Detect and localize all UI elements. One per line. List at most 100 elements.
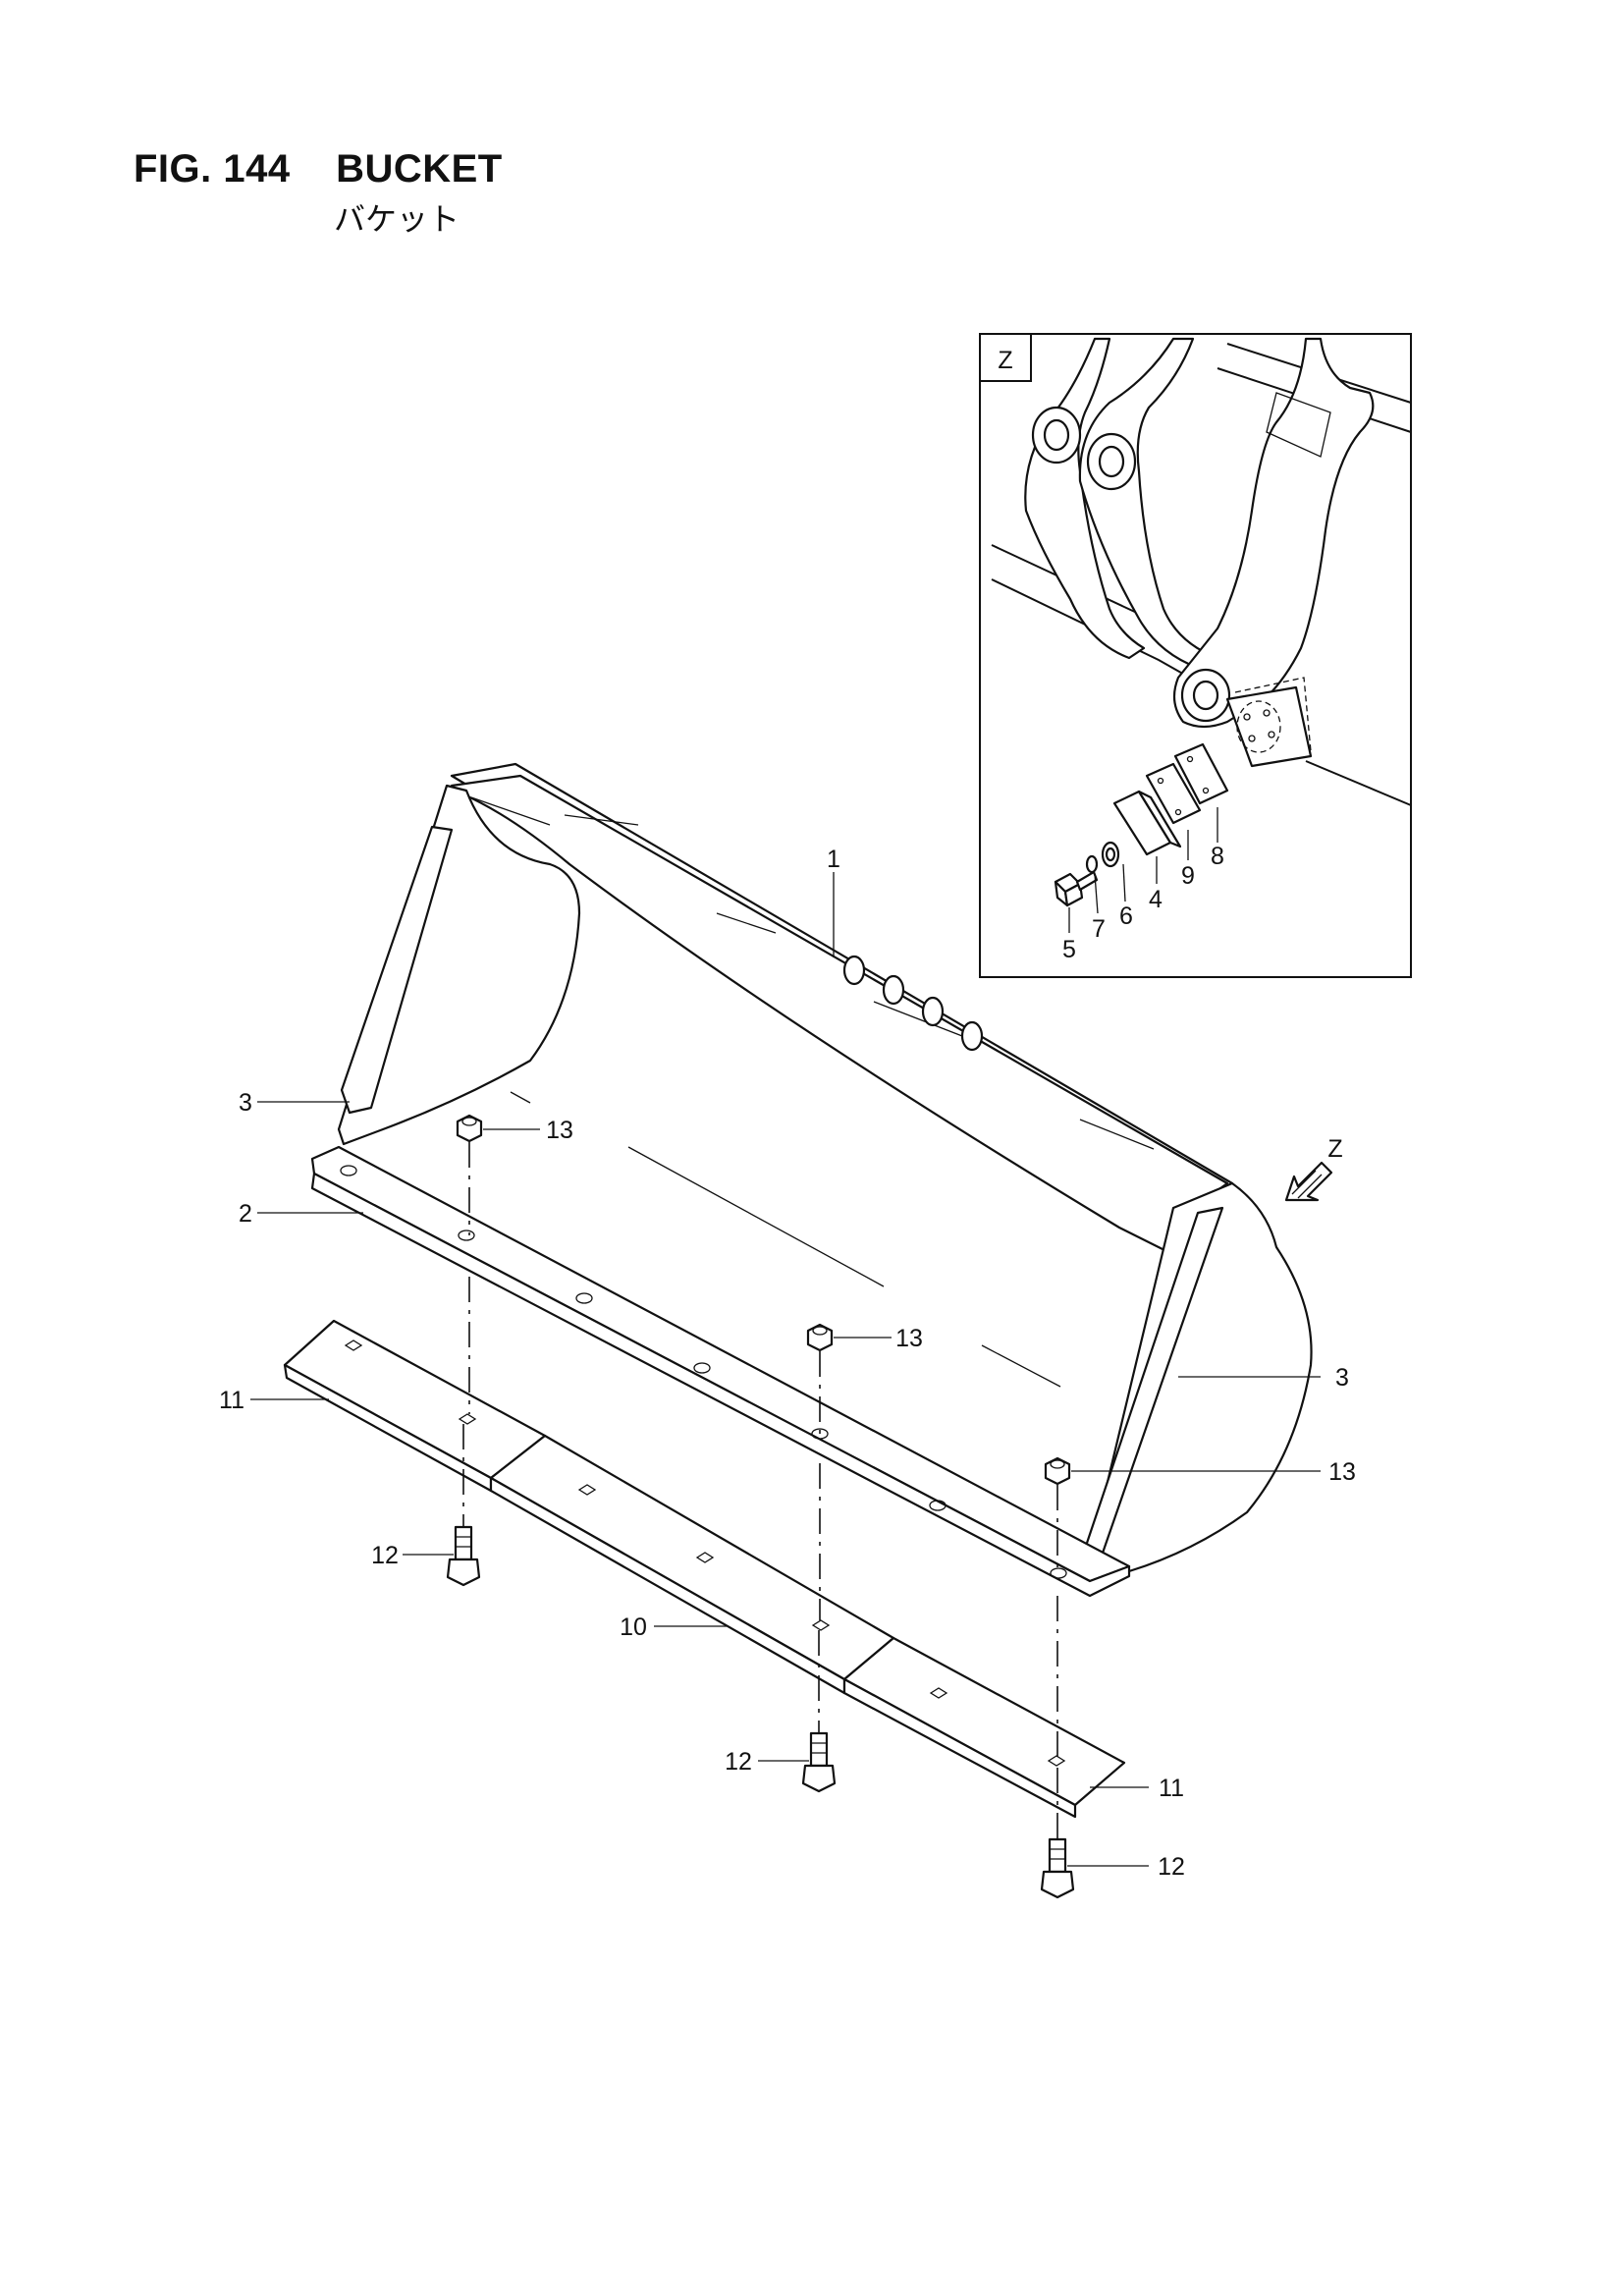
base-edge-hole <box>929 1500 947 1511</box>
detail-frame <box>979 333 1412 978</box>
cutting-edge-right-top <box>842 1636 1126 1807</box>
figure-subtitle-japanese: バケット <box>334 200 460 238</box>
bucket-assembly <box>310 762 1313 1598</box>
cutting-edge-hole <box>695 1552 715 1563</box>
detail-link-face <box>1266 392 1331 458</box>
bucket-back-plate <box>450 774 1229 1254</box>
detail-bolt-hole <box>1248 735 1256 742</box>
detail-link-arm <box>1172 337 1375 729</box>
cutting-edge-hole <box>811 1619 831 1631</box>
base-edge-hole <box>1050 1567 1067 1579</box>
bucket-gusset-line <box>873 1001 963 1037</box>
bucket-rear-boss <box>842 955 866 986</box>
shim-plate-8 <box>1173 742 1229 805</box>
plow-bolt-12-right <box>1040 1837 1075 1899</box>
callout-1: 1 <box>827 846 840 873</box>
callout-5: 5 <box>1062 936 1076 963</box>
bucket-rear-boss <box>882 974 905 1006</box>
view-direction-arrow <box>1284 1161 1333 1202</box>
callout-13-b: 13 <box>895 1325 923 1352</box>
callout-12-left: 12 <box>371 1542 399 1569</box>
bucket-rear-boss <box>921 996 945 1027</box>
shim-hole <box>1186 755 1194 763</box>
detail-view-z: Z <box>979 333 1412 978</box>
cutting-edge-hole <box>929 1687 948 1699</box>
bucket-rear-boss <box>960 1020 984 1052</box>
figure-title: FIG. 144 BUCKET <box>134 147 503 191</box>
cutting-edge-hole <box>577 1484 597 1496</box>
detail-link-hole <box>1192 680 1219 711</box>
base-edge-hole <box>458 1230 475 1241</box>
main-callouts: 1 3 2 13 13 13 3 11 12 <box>219 846 1356 1881</box>
cutting-edge-right-front <box>842 1677 1077 1819</box>
callout-6: 6 <box>1119 902 1133 930</box>
shim-hole <box>1157 777 1164 785</box>
bucket-side-plate-left <box>337 784 581 1146</box>
callout-leader-7 <box>1094 873 1099 914</box>
detail-pin-hole <box>1098 445 1125 478</box>
bucket-gusset-line <box>564 814 639 826</box>
detail-label-box <box>979 333 1032 382</box>
cutting-edge-hole <box>458 1413 477 1425</box>
callout-8: 8 <box>1211 843 1224 870</box>
bolt-5-shank <box>1075 870 1099 892</box>
bucket-gusset-line <box>470 796 551 826</box>
bucket-gusset-line <box>716 912 777 934</box>
callout-10: 10 <box>620 1613 647 1641</box>
callout-9: 9 <box>1181 862 1195 890</box>
base-edge <box>310 1172 1131 1598</box>
detail-plate-edge <box>1305 760 1412 806</box>
detail-bolt-hole <box>1263 709 1271 717</box>
callout-13-a: 13 <box>546 1117 573 1144</box>
bucket-side-edge-left <box>340 825 454 1115</box>
view-arrow-label: Z <box>1327 1135 1342 1163</box>
callout-2: 2 <box>239 1200 252 1228</box>
cutting-edge-hole <box>1047 1755 1066 1767</box>
callout-12-right: 12 <box>1158 1853 1185 1881</box>
detail-view-label: Z <box>998 347 1012 374</box>
arrow-hatch <box>1291 1170 1323 1199</box>
detail-bolt-hole <box>1243 713 1251 721</box>
cutting-edge-joint <box>490 1435 546 1479</box>
detail-pin-hole <box>1043 418 1070 452</box>
bolt-5-head-face <box>1063 882 1084 907</box>
callout-11-left: 11 <box>219 1387 244 1414</box>
callout-leader-6 <box>1122 863 1126 902</box>
base-edge-top <box>310 1145 1131 1583</box>
shim-hole <box>1174 808 1182 816</box>
detail-bracket-right <box>1078 337 1219 670</box>
bucket-floor-line <box>510 1091 531 1104</box>
washer-6-hole <box>1105 847 1116 862</box>
base-edge-hole <box>693 1362 711 1374</box>
detail-stopper-block <box>1225 685 1313 768</box>
shim-hole <box>1202 787 1210 794</box>
bucket-floor-line <box>981 1344 1061 1388</box>
detail-bolt-hole <box>1268 731 1275 738</box>
spring-washer-7 <box>1085 854 1099 874</box>
callout-4: 4 <box>1149 886 1163 913</box>
detail-hidden-plate <box>1236 700 1281 753</box>
nut-13-c <box>1044 1456 1071 1486</box>
nut-13-a <box>456 1114 483 1143</box>
base-edge-hole <box>811 1428 829 1440</box>
cutting-edge-joint <box>843 1637 894 1680</box>
callout-11-right: 11 <box>1159 1775 1184 1802</box>
cutting-edge-hole <box>344 1339 363 1351</box>
nut-13-b <box>806 1323 834 1352</box>
callout-13-c: 13 <box>1328 1458 1356 1486</box>
callout-7: 7 <box>1092 915 1106 943</box>
callout-12-mid: 12 <box>725 1748 752 1776</box>
callout-3-left: 3 <box>239 1089 252 1117</box>
stopper-plate-4-side <box>1137 790 1182 848</box>
detail-hidden-edge <box>1234 677 1312 752</box>
plow-bolt-12-left <box>446 1525 481 1587</box>
cutting-edge-set <box>283 1114 1126 1899</box>
cutting-edge-center-top <box>489 1434 895 1681</box>
base-edge-hole <box>340 1165 357 1176</box>
bucket-gusset-line <box>1079 1119 1155 1150</box>
bucket-floor-line <box>627 1146 885 1287</box>
view-arrow-z: Z <box>1284 1135 1343 1202</box>
base-edge-hole <box>575 1292 593 1304</box>
